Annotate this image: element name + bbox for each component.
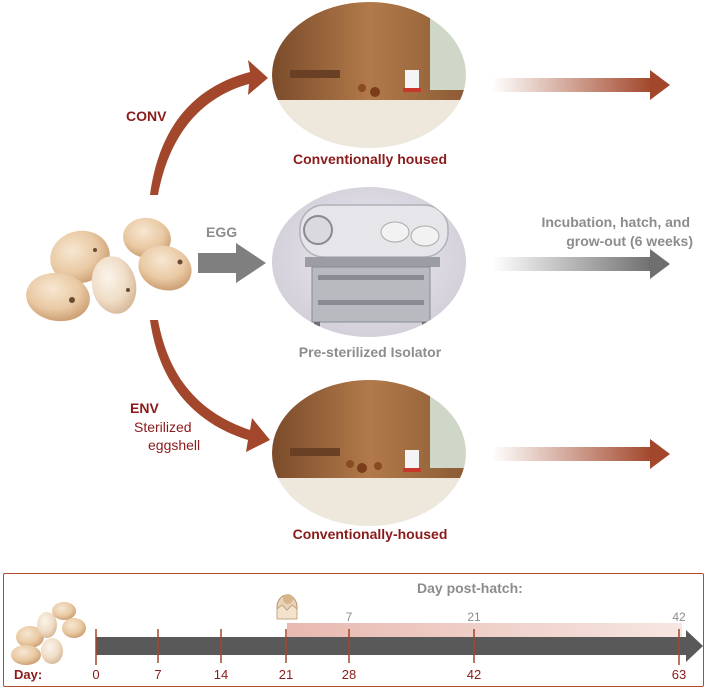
caption-top: Conventionally housed [292, 151, 447, 167]
env-eggshell-label: eggshell [148, 437, 201, 453]
isolator-photo [271, 186, 467, 338]
incubation-line2: grow-out (6 weeks) [566, 233, 693, 249]
env-curved-arrow [150, 320, 270, 452]
caption-middle: Pre-sterilized Isolator [298, 344, 442, 360]
timeline-ticks [95, 629, 680, 665]
post-hatch-title: Day post-hatch: [417, 580, 523, 596]
env-outcome-arrow [492, 439, 670, 469]
day-tick-label: 63 [671, 667, 687, 682]
conv-curved-arrow [150, 60, 268, 195]
conv-label: CONV [126, 108, 167, 124]
day-label: Day: [14, 667, 43, 682]
egg-arrow [198, 243, 266, 283]
env-sterilized-label: Sterilized [134, 419, 192, 435]
hatching-chick-icon [276, 594, 298, 620]
day-tick-label: 28 [341, 667, 357, 682]
post-hatch-band [287, 623, 682, 637]
diagram-graphics [26, 0, 670, 528]
post-hatch-tick-label: 42 [672, 610, 686, 624]
incubation-line1: Incubation, hatch, and [541, 214, 690, 230]
isolator-outcome-arrow [492, 249, 670, 279]
day-tick-label: 21 [278, 667, 294, 682]
post-hatch-tick-label: 21 [467, 610, 481, 624]
egg-cluster-image [26, 217, 192, 322]
timeline-bar [96, 630, 703, 662]
day-tick-label: 7 [154, 667, 162, 682]
timeline-panel [3, 573, 704, 687]
env-label: ENV [130, 400, 159, 416]
timeline-graphics [11, 594, 703, 665]
caption-bottom: Conventionally-housed [292, 526, 448, 542]
egg-label: EGG [206, 224, 238, 240]
conv-outcome-arrow [492, 70, 670, 100]
conventional-housing-photo-top [271, 1, 467, 149]
day-tick-label: 42 [466, 667, 482, 682]
day-tick-label: 0 [92, 667, 100, 682]
day-tick-label: 14 [213, 667, 229, 682]
timeline-egg-cluster [11, 602, 86, 665]
post-hatch-tick-label: 7 [345, 610, 353, 624]
